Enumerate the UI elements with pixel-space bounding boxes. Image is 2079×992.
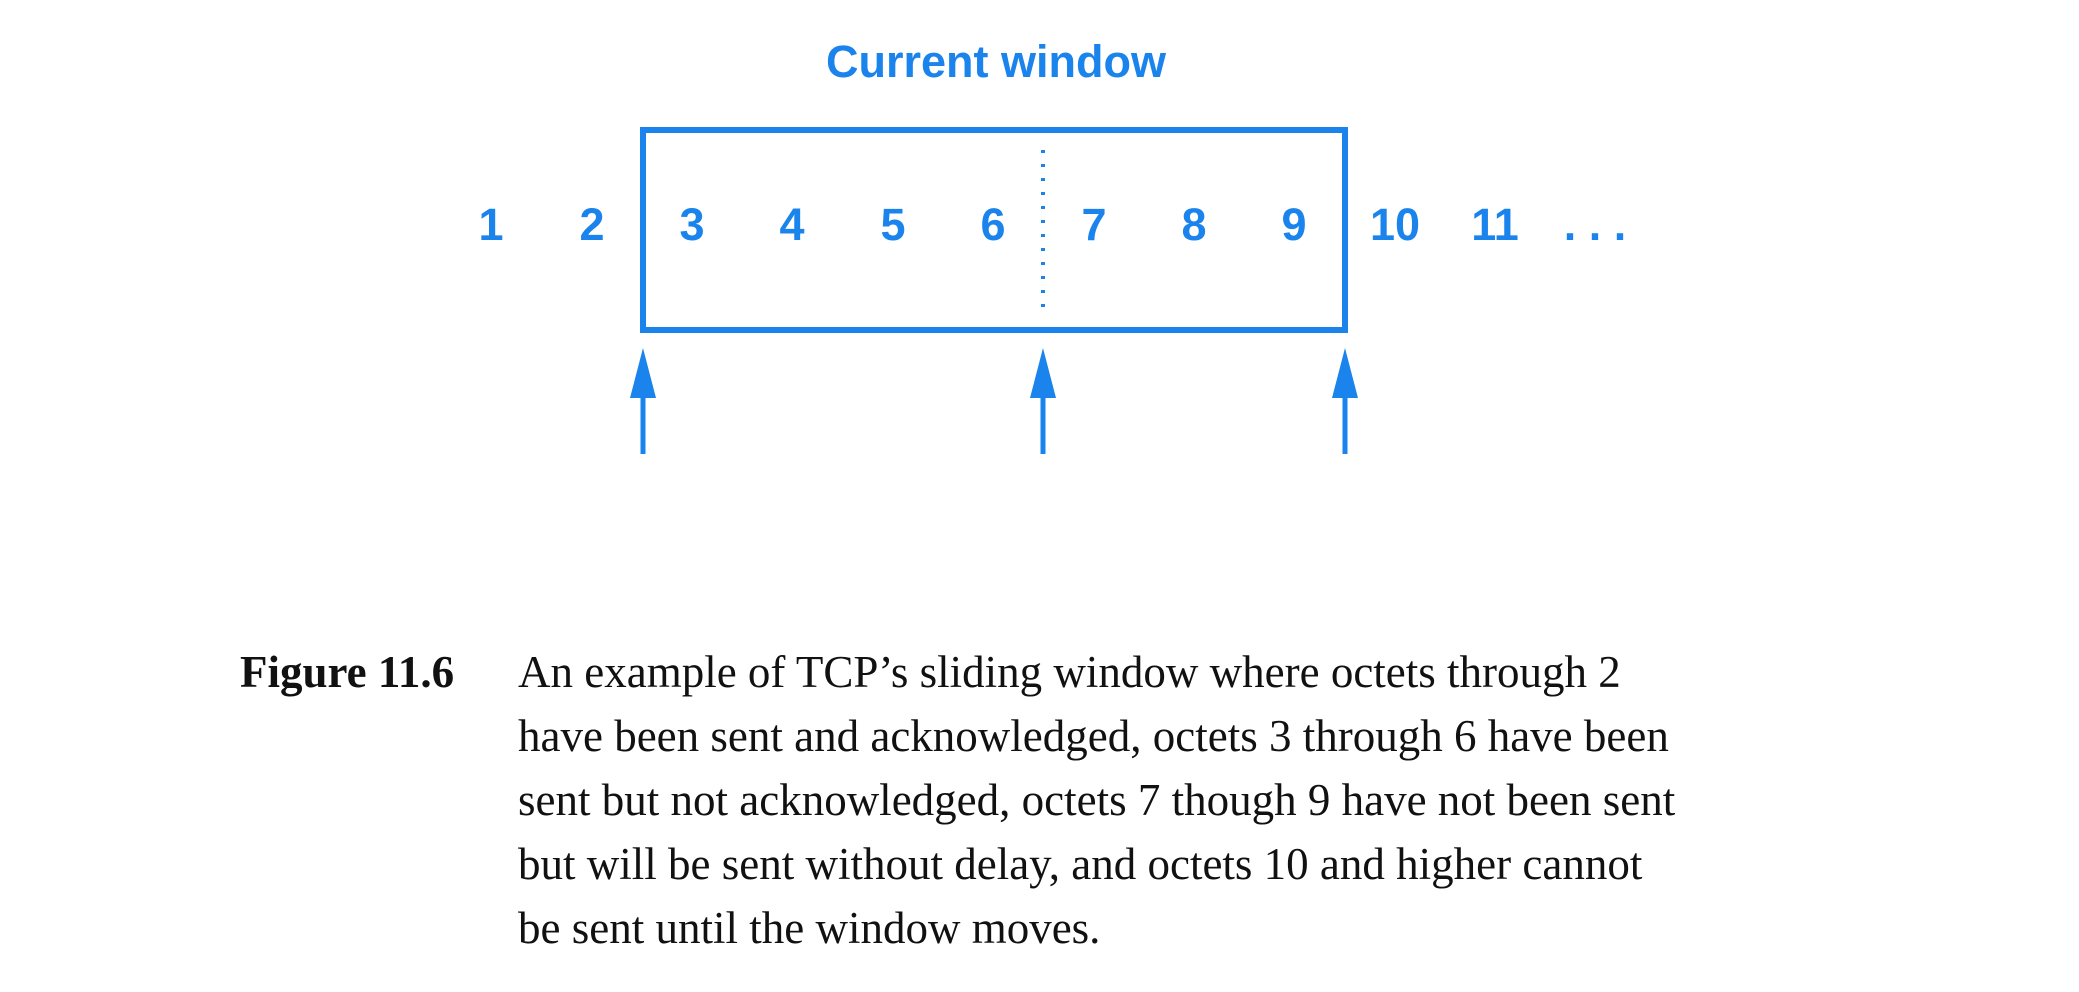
caption-line: be sent until the window moves. xyxy=(518,903,1101,953)
caption-line: have been sent and acknowledged, octets … xyxy=(518,711,1669,761)
figure-caption: Figure 11.6 An example of TCP’s sliding … xyxy=(240,640,1850,960)
arrow-up-icon xyxy=(630,348,656,398)
octet-3: 3 xyxy=(679,199,704,250)
octet-10: 10 xyxy=(1370,199,1420,250)
octet-2: 2 xyxy=(579,199,604,250)
octet-9: 9 xyxy=(1281,199,1306,250)
caption-line: An example of TCP’s sliding window where… xyxy=(518,647,1621,697)
arrow-left xyxy=(630,348,656,454)
arrow-right xyxy=(1332,348,1358,454)
current-window-box xyxy=(640,127,1348,333)
caption-line: sent but not acknowledged, octets 7 thou… xyxy=(518,775,1676,825)
caption-line: but will be sent without delay, and octe… xyxy=(518,839,1643,889)
octet-4: 4 xyxy=(779,199,804,250)
arrow-up-icon xyxy=(1332,348,1358,398)
octet-1: 1 xyxy=(478,199,503,250)
octet-8: 8 xyxy=(1181,199,1206,250)
octet-11: 11 xyxy=(1471,199,1519,250)
figure-label: Figure 11.6 xyxy=(240,647,455,697)
ellipsis: . . . xyxy=(1564,199,1627,250)
caption-body: An example of TCP’s sliding window where… xyxy=(518,640,1850,960)
octet-5: 5 xyxy=(880,199,905,250)
octet-7: 7 xyxy=(1081,199,1106,250)
diagram-title: Current window xyxy=(826,36,1166,87)
arrow-middle xyxy=(1030,348,1056,454)
octet-6: 6 xyxy=(980,199,1005,250)
arrow-up-icon xyxy=(1030,348,1056,398)
